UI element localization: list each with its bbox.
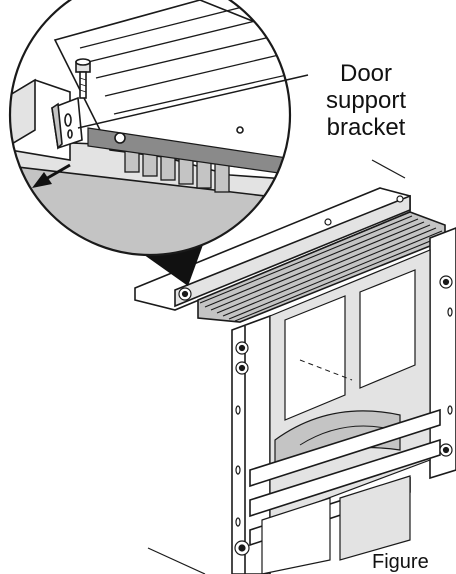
lower-frame-line [147, 547, 206, 574]
door-support-bracket-label: Door support bracket [306, 60, 426, 141]
callout-line-3: bracket [326, 114, 406, 141]
callout-line-1: Door [339, 60, 393, 87]
bracket-bolt [75, 58, 91, 99]
callout-leader-line [77, 74, 309, 129]
right-panel-fasteners [439, 275, 453, 457]
arrow-down-left-icon [32, 163, 71, 188]
detail-view [10, 0, 290, 255]
detail-circle-border [8, 0, 292, 257]
callout-line-2: support [325, 87, 407, 114]
rail-end-bolts [178, 195, 404, 301]
cabinet-frame [134, 187, 456, 574]
lower-rail-1 [249, 408, 441, 488]
lower-box [339, 475, 411, 561]
lower-rail-2 [249, 438, 441, 518]
figure-label: Figure [372, 551, 429, 573]
left-panel-fasteners [234, 341, 250, 556]
right-side-panel [429, 227, 456, 480]
upper-frame-line [371, 159, 406, 179]
